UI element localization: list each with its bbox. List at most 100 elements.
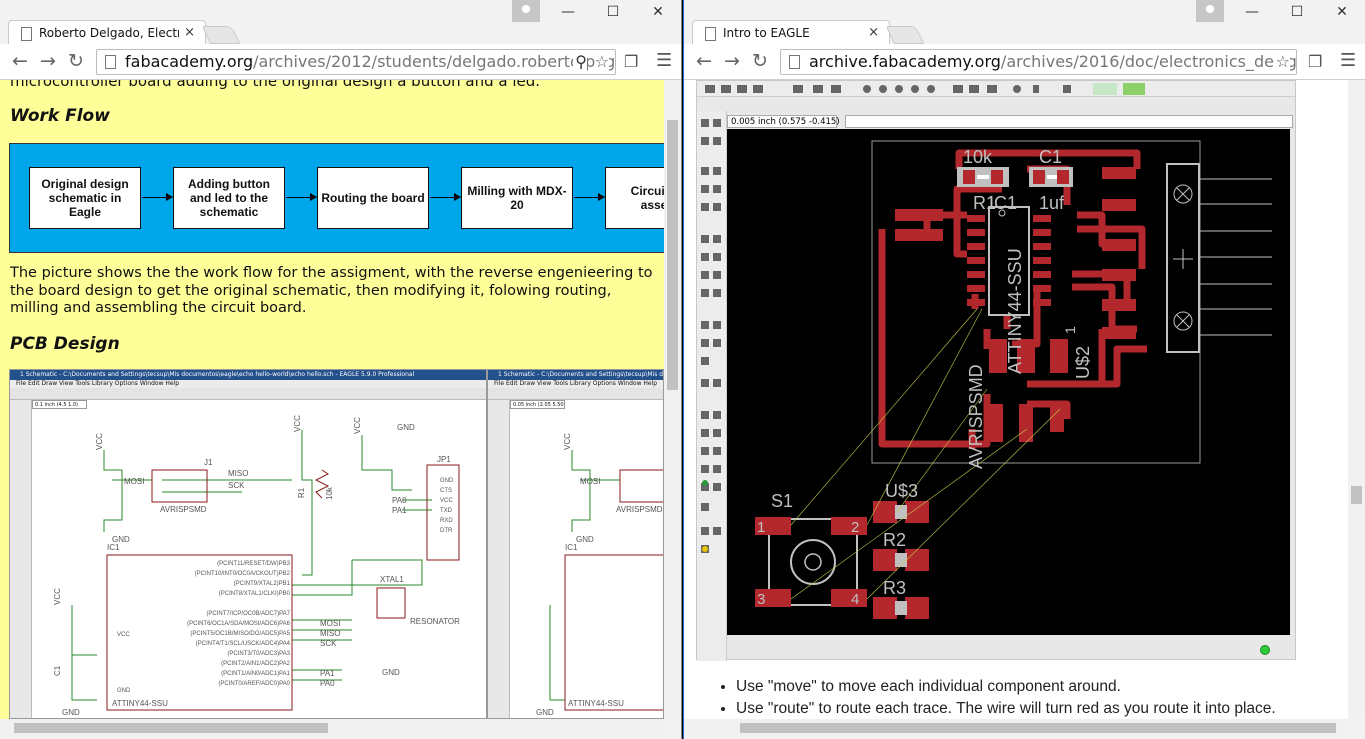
tab-roberto-delgado[interactable]: Roberto Delgado, Electron × (8, 20, 206, 46)
tab-strip: Roberto Delgado, Electron × — ☐ ✕ (0, 0, 681, 46)
sck-label: SCK (228, 481, 245, 490)
vcc-pin-label: VCC (117, 632, 130, 638)
new-tab-button[interactable] (885, 26, 925, 44)
schematic-side-toolbar (488, 400, 510, 718)
workflow-arrow (574, 193, 605, 201)
close-icon[interactable]: × (184, 25, 195, 40)
forward-icon[interactable]: → (724, 50, 740, 72)
switch-pin-label: 4 (851, 591, 859, 608)
miso-label: MISO (320, 629, 340, 638)
avrispsmd-label: AVRISPSMD (616, 505, 663, 514)
tab-intro-to-eagle[interactable]: Intro to EAGLE × (692, 20, 890, 46)
scroll-thumb[interactable] (740, 723, 1336, 733)
mosi-label: MOSI (124, 477, 144, 486)
status-ok-icon (1260, 645, 1270, 655)
left-browser-window: Roberto Delgado, Electron × — ☐ ✕ ← → ↻ … (0, 0, 682, 739)
back-icon[interactable]: ← (696, 50, 712, 72)
schematic-title-bar: 1 Schematic - C:\Documents and Settings\… (10, 370, 486, 380)
schematic-side-toolbar (10, 400, 32, 718)
pcb-layout: 10k C1 R1 IC1 1uf ATTINY44-SSU U$2 1 AVR… (755, 140, 1272, 619)
board-label-u2-pin: 1 (1062, 326, 1078, 334)
bookmark-star-icon[interactable]: ☆ (1273, 50, 1290, 74)
menu-icon[interactable]: ☰ (1340, 50, 1357, 71)
horizontal-scrollbar[interactable] (0, 719, 664, 736)
vertical-scrollbar[interactable] (664, 80, 681, 719)
workflow-description: The picture shows the the work flow for … (10, 265, 653, 316)
search-icon[interactable]: ⚲ (573, 50, 587, 74)
gnd-label: GND (397, 423, 415, 432)
eagle-toolbar (697, 81, 1295, 97)
eagle-board-screenshot: 0.005 inch (0.575 -0.415) (696, 80, 1296, 661)
page-icon (705, 27, 716, 41)
cut-off-text: microcontroller board adding to the orig… (10, 80, 541, 90)
resonator-label: RESONATOR (410, 617, 460, 626)
ic1-label: IC1 (107, 543, 120, 552)
schematic-toolbar (10, 388, 486, 400)
board-label-avrispsmd: AVRISPSMD (966, 364, 986, 469)
schematic-coords: 0.1 inch (4.5 1.0) (32, 400, 87, 409)
board-label-r2: R2 (883, 530, 906, 550)
r1-label: R1 (297, 487, 306, 498)
menu-icon[interactable]: ☰ (656, 50, 673, 71)
reload-icon[interactable]: ↻ (68, 50, 84, 72)
address-bar[interactable]: archive.fabacademy.org/archives/2016/doc… (780, 49, 1297, 75)
close-window-icon[interactable]: ✕ (1336, 4, 1348, 20)
vertical-scrollbar[interactable] (1348, 80, 1365, 719)
close-icon[interactable]: × (868, 25, 879, 40)
r1-value: 10k (325, 486, 334, 500)
page-icon (105, 55, 116, 69)
ic-pin: (PCINT3/T0/ADC3)PA3 (227, 651, 290, 657)
schematic-menu-bar: File Edit Draw View Tools Library Option… (10, 380, 486, 388)
board-label-10k: 10k (963, 147, 993, 167)
board-label-c1: C1 (1039, 147, 1062, 167)
minimize-icon[interactable]: — (561, 4, 575, 20)
board-label-r1: R1 (973, 193, 996, 213)
jp1-pin: CTS (440, 488, 452, 494)
eagle-board-canvas[interactable]: 10k C1 R1 IC1 1uf ATTINY44-SSU U$2 1 AVR… (727, 129, 1290, 635)
mosi-label: MOSI (320, 619, 340, 628)
scroll-thumb[interactable] (667, 120, 678, 390)
schematic-toolbar (488, 388, 663, 400)
eagle-side-icons (701, 119, 721, 553)
bookmark-star-icon[interactable]: ☆ (594, 50, 609, 74)
board-label-r3: R3 (883, 578, 906, 598)
ic-pin: (PCINT1/AIN0/ADC1)PA1 (221, 671, 291, 677)
workflow-heading: Work Flow (10, 106, 110, 126)
profile-avatar-icon[interactable] (512, 0, 540, 22)
eagle-command-line[interactable] (845, 115, 1293, 128)
mosi-label: MOSI (580, 477, 600, 486)
pa0-label: PA0 (392, 496, 407, 505)
forward-icon[interactable]: → (40, 50, 56, 72)
gnd-label: GND (576, 535, 594, 544)
miso-label: MISO (228, 469, 248, 478)
address-bar[interactable]: fabacademy.org/archives/2012/students/de… (96, 49, 616, 75)
jp1-label: JP1 (437, 455, 451, 464)
extension-icon[interactable]: ❐ (1308, 52, 1323, 71)
switch-pin-label: 3 (757, 591, 765, 608)
tab-strip: Intro to EAGLE × — ☐ ✕ (684, 0, 1365, 46)
ic-pin: (PCINT7/ICP/OC0B/ADC7)PA7 (206, 611, 290, 617)
page-content: microcontroller board adding to the orig… (0, 80, 664, 719)
pa0-label: PA0 (320, 679, 335, 688)
new-tab-button[interactable] (201, 26, 241, 44)
right-browser-window: Intro to EAGLE × — ☐ ✕ ← → ↻ archive.fab… (683, 0, 1365, 739)
eagle-coordinates: 0.005 inch (0.575 -0.415) (727, 115, 840, 128)
page-icon (21, 27, 32, 41)
maximize-icon[interactable]: ☐ (606, 4, 620, 20)
workflow-arrow (142, 193, 173, 201)
eagle-toolbar-icons (705, 83, 1145, 95)
back-icon[interactable]: ← (12, 50, 28, 72)
maximize-icon[interactable]: ☐ (1290, 4, 1304, 20)
workflow-arrow (286, 193, 317, 201)
reload-icon[interactable]: ↻ (752, 50, 768, 72)
minimize-icon[interactable]: — (1245, 4, 1259, 20)
scroll-thumb[interactable] (1351, 486, 1362, 504)
close-window-icon[interactable]: ✕ (652, 4, 664, 20)
pa1-label: PA1 (320, 669, 335, 678)
extension-icon[interactable]: ❐ (624, 52, 639, 71)
profile-avatar-icon[interactable] (1196, 0, 1224, 22)
scroll-thumb[interactable] (14, 723, 328, 733)
ic-pin: (PCINT4/T1/SCL/USCK/ADC4)PA4 (196, 641, 291, 647)
board-label-s1: S1 (771, 491, 793, 511)
horizontal-scrollbar[interactable] (684, 719, 1348, 736)
